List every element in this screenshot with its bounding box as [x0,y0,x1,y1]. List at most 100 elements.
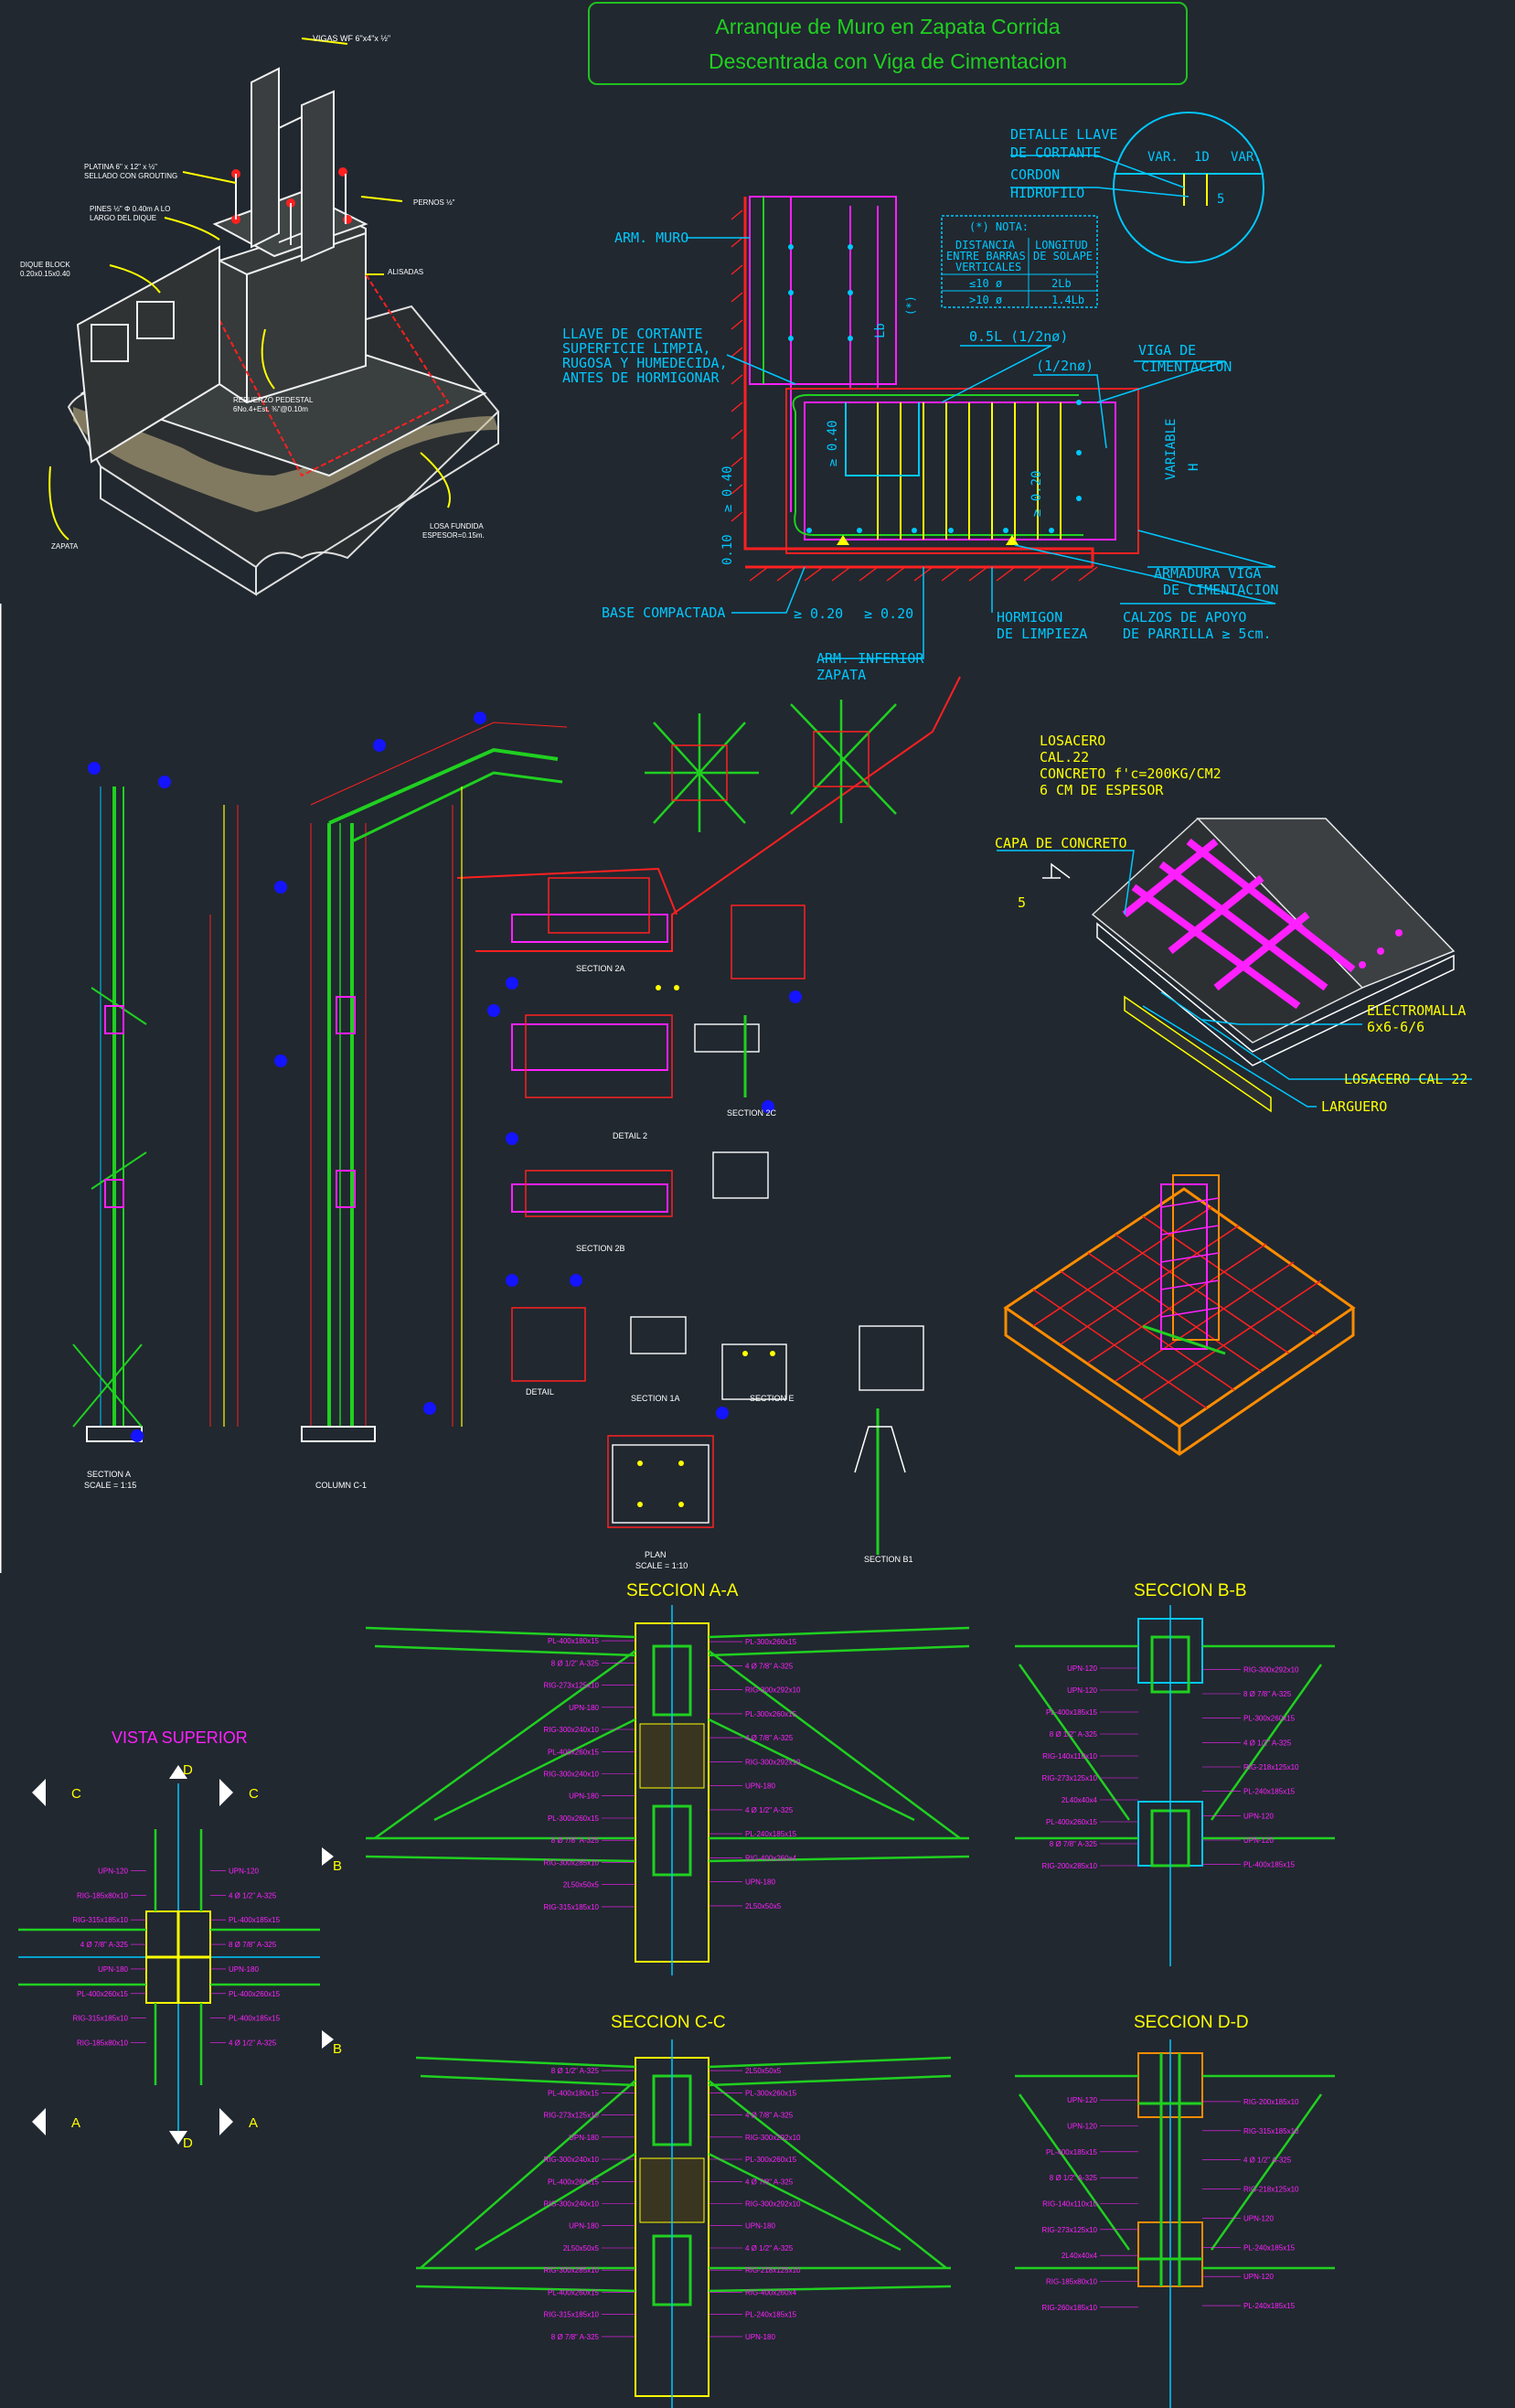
vista-superior-label-6: RIG-315x185x10 [73,2015,129,2023]
vs-marker-a-right: A [249,2115,258,2131]
nota-head-1a: DISTANCIA [955,239,1016,252]
llave-line-2: SUPERFICIE LIMPIA, [562,340,711,357]
seccion-bb-label-11: 8 Ø 7/8" A-325 [1243,1690,1292,1698]
nota-row-2a: >10 ø [969,294,1002,306]
nota-row-2b: 1.4Lb [1051,294,1084,306]
seccion-aa-label-18: RIG-300x292x10 [745,1758,801,1766]
seccion-bb-label-5: RIG-273x125x10 [1042,1774,1098,1782]
seccion-bb-label-16: UPN-120 [1243,1812,1274,1820]
nota-row-1b: 2Lb [1051,277,1072,290]
seccion-dd-label-6: 2L40x40x4 [1062,2252,1098,2260]
vista-superior-label-1: RIG-185x80x10 [77,1891,129,1900]
seccion-dd-title: SECCION D-D [1134,2013,1249,2032]
wall-foundation-section: VAR. 1D VAR. 5 (*) NOTA: DISTANCIA ENTRE… [562,112,1278,683]
seccion-dd-label-11: 4 Ø 1/2" A-325 [1243,2156,1292,2165]
viga-cim-2: CIMENTACION [1141,359,1232,375]
iso-label-refuerzo-1: REFUERZO PEDESTAL [233,396,314,404]
detalle-llave-1: DETALLE LLAVE [1010,126,1117,143]
seccion-aa-label-23: UPN-180 [745,1878,775,1887]
arm-muro: ARM. MURO [614,230,688,246]
seccion-aa-label-12: RIG-315x185x10 [544,1903,600,1911]
seccion-bb-label-10: RIG-300x292x10 [1243,1665,1299,1674]
seccion-dd-label-8: RIG-260x185x10 [1042,2304,1098,2312]
iso-label-pines-2: LARGO DEL DIQUE [90,214,156,222]
seccion-cc-label-16: RIG-300x292x10 [745,2134,801,2142]
nota-label: (*) NOTA: [969,220,1029,233]
seccion-dd-label-0: UPN-120 [1067,2096,1097,2104]
seccion-bb-label-7: PL-400x260x15 [1046,1818,1098,1826]
seccion-cc-label-8: 2L50x50x5 [563,2244,600,2253]
seccion-cc-label-2: RIG-273x125x10 [544,2112,600,2120]
iso-label-alisadas: ALISADAS [388,268,423,276]
seccion-dd-label-16: PL-240x185x15 [1243,2302,1296,2310]
seccion-bb-label-0: UPN-120 [1067,1664,1097,1673]
iso-label-platina-1: PLATINA 6" x 12" x ½" [84,163,157,171]
seccion-cc-label-7: UPN-180 [569,2222,599,2231]
section-2a-label: SECTION 2A [576,964,625,973]
lb-label: Lb [873,323,888,338]
armadura-2: DE CIMENTACION [1163,582,1278,598]
vs-marker-a-left: A [71,2115,80,2131]
losacero-line-3: CONCRETO f'c=200KG/CM2 [1040,765,1222,782]
vista-superior-label-2: RIG-315x185x10 [73,1916,129,1924]
section-1a-label: SECTION 1A [631,1394,680,1403]
seccion-aa-label-10: RIG-300x285x10 [544,1858,600,1867]
seccion-dd-label-14: PL-240x185x15 [1243,2243,1296,2252]
vista-superior-label-15: 4 Ø 1/2" A-325 [229,2039,277,2048]
nota-head-2a: LONGITUD [1035,239,1088,252]
nota-head-1b: ENTRE BARRAS [946,250,1026,262]
vista-superior-label-14: PL-400x185x15 [229,2015,281,2023]
star-label: (*) [904,295,917,316]
seccion-dd-label-13: UPN-120 [1243,2214,1274,2222]
losacero-line-2: CAL.22 [1040,749,1089,765]
seccion-aa-label-4: RIG-300x240x10 [544,1726,600,1734]
seccion-bb-label-8: 8 Ø 7/8" A-325 [1050,1840,1098,1848]
seccion-dd-label-5: RIG-273x125x10 [1042,2226,1098,2234]
vista-superior-label-5: PL-400x260x15 [77,1990,129,1998]
seccion-aa-label-5: PL-400x260x15 [548,1748,600,1756]
seccion-bb-title: SECCION B-B [1134,1581,1247,1600]
arm-inferior-2: ZAPATA [816,667,866,683]
hormigon-2: DE LIMPIEZA [997,626,1087,642]
seccion-bb-label-3: 8 Ø 1/2" A-325 [1050,1730,1098,1739]
h-label: H [1187,464,1201,471]
seccion-bb-label-2: PL-400x185x15 [1046,1708,1098,1717]
seccion-bb: SECCION B-B UPN-120UPN-120PL-400x185x158… [1015,1581,1335,1966]
seccion-cc-label-25: UPN-180 [745,2333,775,2341]
seccion-dd-label-12: RIG-218x125x10 [1243,2186,1299,2194]
seccion-aa-label-6: RIG-300x240x10 [544,1771,600,1779]
seccion-cc-label-14: PL-300x260x15 [745,2089,797,2097]
seccion-cc-label-17: PL-300x260x15 [745,2156,797,2164]
seccion-cc-label-18: 4 Ø 7/8" A-325 [745,2178,794,2186]
armadura-1: ARMADURA VIGA [1154,565,1261,582]
seccion-cc: SECCION C-C 8 Ø 1/2" A-325PL-400x180x15R… [415,2013,952,2408]
seccion-bb-label-6: 2L40x40x4 [1062,1796,1098,1804]
iso-label-pines-1: PINES ½" Φ 0.40m A LO [90,205,170,213]
seccion-aa-label-19: UPN-180 [745,1782,775,1791]
vs-marker-b-top: B [333,1858,342,1874]
seccion-bb-label-4: RIG-140x110x10 [1042,1752,1097,1761]
seccion-dd-label-4: RIG-140x110x10 [1042,2200,1097,2209]
seccion-bb-label-18: PL-400x185x15 [1243,1861,1296,1869]
seccion-aa-label-7: UPN-180 [569,1793,599,1801]
section-a-scale: SCALE = 1:15 [84,1481,136,1490]
seccion-cc-label-20: UPN-180 [745,2222,775,2231]
iso-label-refuerzo-2: 6No.4+Est. ⅜"@0.10m [233,405,308,413]
seccion-dd-label-1: UPN-120 [1067,2123,1097,2131]
title-box: Arranque de Muro en Zapata Corrida Desce… [588,2,1188,85]
seccion-cc-label-22: RIG-218x125x10 [745,2266,801,2274]
losacero-five: 5 [1018,894,1026,911]
dim-020-right: ≥ 0.20 [1030,470,1044,517]
seccion-cc-label-9: RIG-300x285x10 [544,2266,600,2274]
detail-2-label: DETAIL 2 [613,1131,647,1140]
llave-line-1: LLAVE DE CORTANTE [562,326,703,342]
dim-010: 0.10 [720,534,735,565]
capa-concreto: CAPA DE CONCRETO [995,835,1127,851]
vista-superior-label-4: UPN-180 [98,1965,128,1974]
detail-five: 5 [1217,192,1224,207]
footing-3d-rebar [1003,1174,1356,1456]
title-line-2: Descentrada con Viga de Cimentacion [708,49,1068,73]
